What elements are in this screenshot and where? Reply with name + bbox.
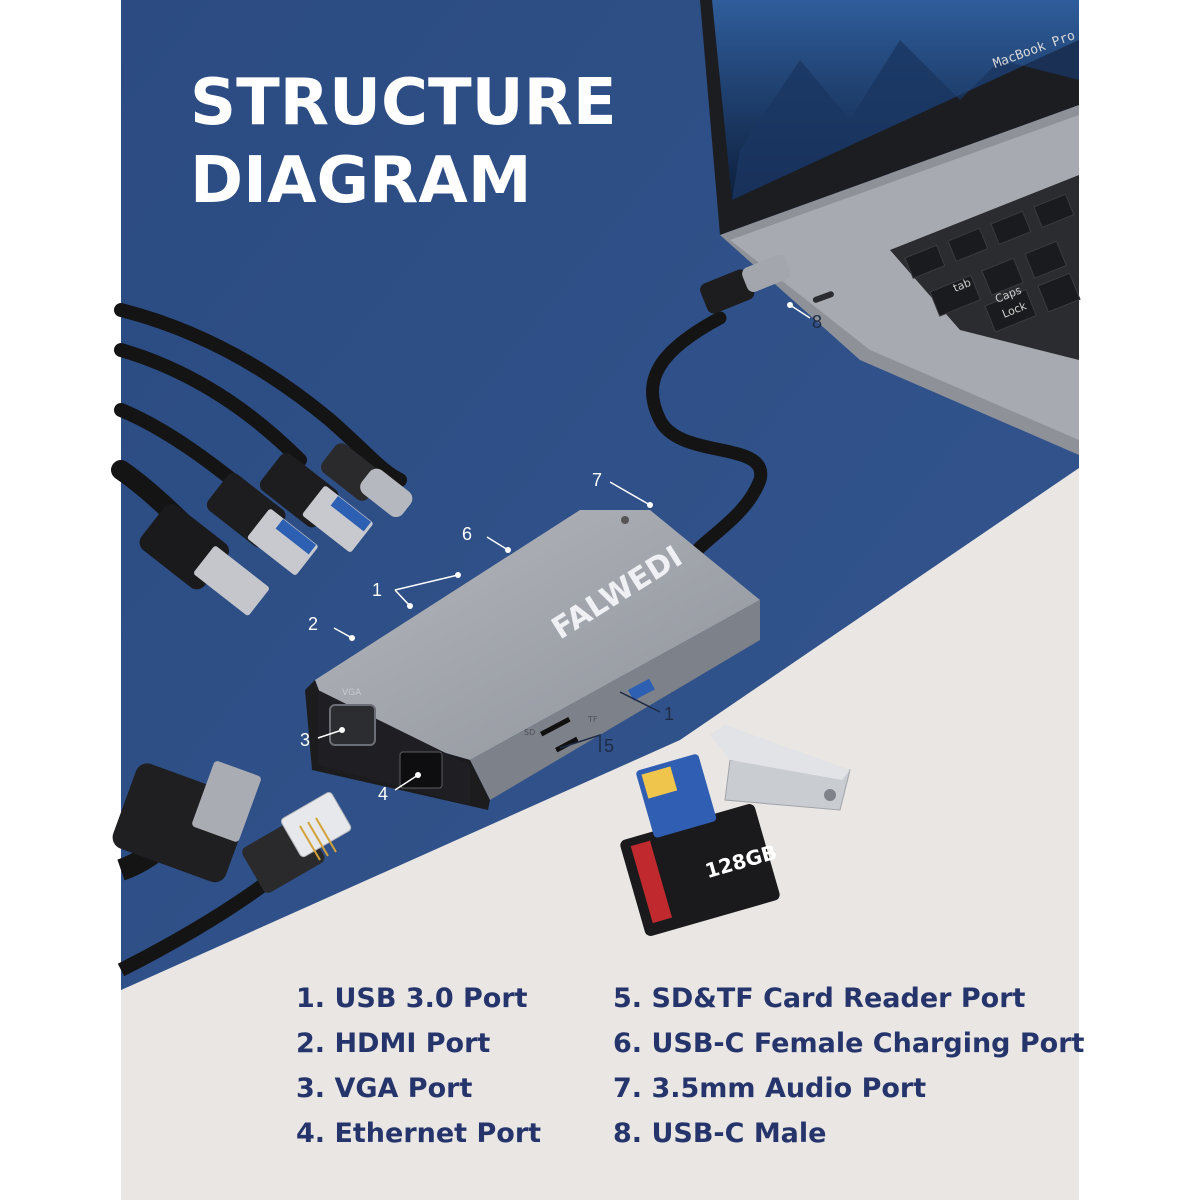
micro-sd-card xyxy=(636,754,717,838)
callout-4: 4 xyxy=(378,784,388,804)
title-line-1: STRUCTURE xyxy=(190,66,617,140)
legend-item: 5. SD&TF Card Reader Port xyxy=(613,983,1026,1014)
usb-c-plug xyxy=(321,443,413,518)
legend-item: 4. Ethernet Port xyxy=(296,1118,542,1149)
callout-8: 8 xyxy=(812,312,822,332)
sd-slot xyxy=(540,716,571,737)
usb-c-male-plug-metal xyxy=(742,254,791,292)
usb-c-male-plug-body xyxy=(700,269,755,314)
hdmi-plug xyxy=(139,504,269,616)
ethernet-cable xyxy=(117,791,352,977)
callout-2: 2 xyxy=(308,614,318,634)
light-table-surface xyxy=(121,468,1079,1200)
tf-label: TF xyxy=(587,715,598,724)
laptop: MacBook Pro tab Caps Lock xyxy=(700,0,1081,455)
usb-c-male-cable xyxy=(646,254,791,567)
laptop-deck xyxy=(730,115,1079,440)
callout-1b: 1 xyxy=(664,704,674,724)
usb-c-hub: FALWEDI VGA SD TF xyxy=(305,510,760,810)
usb-port-side xyxy=(628,678,655,701)
keyboard-keys xyxy=(904,193,1081,333)
vga-port xyxy=(329,704,376,746)
legend-left: 1. USB 3.0 Port 2. HDMI Port 3. VGA Port… xyxy=(296,976,541,1156)
vga-port-label: VGA xyxy=(342,688,362,698)
usb-a-plug-1 xyxy=(259,453,373,552)
audio-jack xyxy=(621,516,629,524)
legend-item: 6. USB-C Female Charging Port xyxy=(613,1028,1085,1059)
hub-top xyxy=(315,510,760,760)
usb-flash-drive xyxy=(710,725,851,811)
legend-item: 3. VGA Port xyxy=(296,1073,473,1104)
legend-item: 8. USB-C Male xyxy=(613,1118,827,1149)
legend-item: 2. HDMI Port xyxy=(296,1028,491,1059)
key-tab-label: tab xyxy=(951,276,973,295)
legend-right: 5. SD&TF Card Reader Port 6. USB-C Femal… xyxy=(613,976,1084,1156)
title-line-2: DIAGRAM xyxy=(190,144,532,218)
callout-3: 3 xyxy=(300,730,310,750)
callout-5: 5 xyxy=(604,736,614,756)
hub-side-right xyxy=(470,600,760,800)
sd-card: 128GB xyxy=(620,804,780,936)
callout-1a: 1 xyxy=(372,580,382,600)
laptop-usbc-socket xyxy=(812,291,834,303)
vga-cable xyxy=(112,761,261,883)
callout-dots xyxy=(339,302,793,778)
usb-a-plug-2 xyxy=(206,473,318,575)
sd-label: SD xyxy=(524,728,535,737)
legend-item: 7. 3.5mm Audio Port xyxy=(613,1073,927,1104)
mountain-1 xyxy=(732,40,1079,200)
legend-item: 1. USB 3.0 Port xyxy=(296,983,528,1014)
callout-6: 6 xyxy=(462,524,472,544)
callout-lines xyxy=(317,304,811,791)
callout-7: 7 xyxy=(592,470,602,490)
